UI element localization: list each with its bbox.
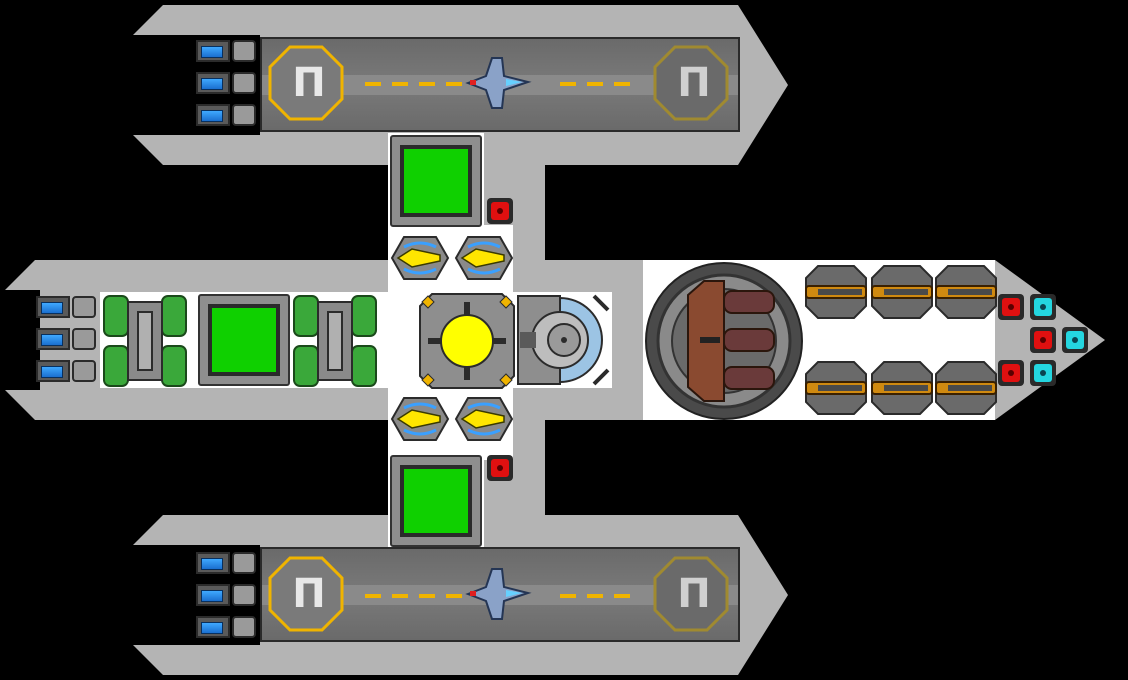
red-node-icon[interactable] <box>998 294 1024 320</box>
bottom-hangar-pad-right[interactable]: Π <box>653 556 729 632</box>
autocannon-icon[interactable] <box>870 360 936 416</box>
autocannon-icon[interactable] <box>934 360 1000 416</box>
pad-label: Π <box>292 571 325 617</box>
fighter-ship-icon[interactable] <box>462 52 532 114</box>
thruster-mount <box>232 552 256 574</box>
pad-label: Π <box>292 60 325 106</box>
red-node-icon[interactable] <box>1030 327 1056 353</box>
thruster-mount <box>232 584 256 606</box>
hangar-pad-icon <box>653 45 729 121</box>
thruster-icon[interactable] <box>36 360 70 382</box>
thruster-icon[interactable] <box>196 72 230 94</box>
top-lane-dashes <box>365 82 630 86</box>
thruster-mount <box>232 616 256 638</box>
energy-blaster-icon[interactable] <box>390 235 450 281</box>
cyan-node-icon[interactable] <box>1062 327 1088 353</box>
thruster-mount <box>232 104 256 126</box>
bottom-hangar-pad-left[interactable]: Π <box>268 556 344 632</box>
energy-blaster-icon[interactable] <box>454 235 514 281</box>
autocannon-icon[interactable] <box>804 264 870 320</box>
thruster-icon[interactable] <box>196 552 230 574</box>
core-module-left[interactable] <box>198 294 290 386</box>
top-hangar-pad-left[interactable]: Π <box>268 45 344 121</box>
autocannon-icon[interactable] <box>870 264 936 320</box>
core-module-top[interactable] <box>390 135 482 227</box>
thruster-mount <box>72 328 96 350</box>
core-module-bottom[interactable] <box>390 455 482 547</box>
fuel-tank-icon[interactable] <box>102 294 188 388</box>
red-node-icon[interactable] <box>487 198 513 224</box>
energy-blaster-icon[interactable] <box>390 396 450 442</box>
green-square-icon <box>208 304 280 376</box>
radar-dish-icon[interactable] <box>514 292 610 388</box>
green-square-icon <box>400 465 472 537</box>
hangar-pad-icon <box>268 556 344 632</box>
thruster-icon[interactable] <box>196 584 230 606</box>
fighter-ship-icon[interactable] <box>462 563 532 625</box>
thruster-mount <box>72 296 96 318</box>
hangar-pad-icon <box>268 45 344 121</box>
thruster-icon[interactable] <box>196 616 230 638</box>
pad-label: Π <box>677 60 710 106</box>
cyan-node-icon[interactable] <box>1030 294 1056 320</box>
red-node-icon[interactable] <box>487 455 513 481</box>
thruster-mount <box>72 360 96 382</box>
thruster-icon[interactable] <box>196 40 230 62</box>
thruster-mount <box>232 72 256 94</box>
red-node-icon[interactable] <box>998 360 1024 386</box>
thruster-icon[interactable] <box>36 296 70 318</box>
top-hangar-pad-right[interactable]: Π <box>653 45 729 121</box>
fuel-tank-icon[interactable] <box>292 294 378 388</box>
thruster-icon[interactable] <box>196 104 230 126</box>
pad-label: Π <box>677 571 710 617</box>
energy-blaster-icon[interactable] <box>454 396 514 442</box>
reactor-core-icon[interactable] <box>418 292 516 390</box>
bottom-lane-dashes <box>365 594 630 598</box>
cyan-node-icon[interactable] <box>1030 360 1056 386</box>
autocannon-icon[interactable] <box>804 360 870 416</box>
thruster-mount <box>232 40 256 62</box>
hangar-pad-icon <box>653 556 729 632</box>
thruster-icon[interactable] <box>36 328 70 350</box>
heavy-turret-icon[interactable] <box>644 261 804 421</box>
autocannon-icon[interactable] <box>934 264 1000 320</box>
green-square-icon <box>400 145 472 217</box>
